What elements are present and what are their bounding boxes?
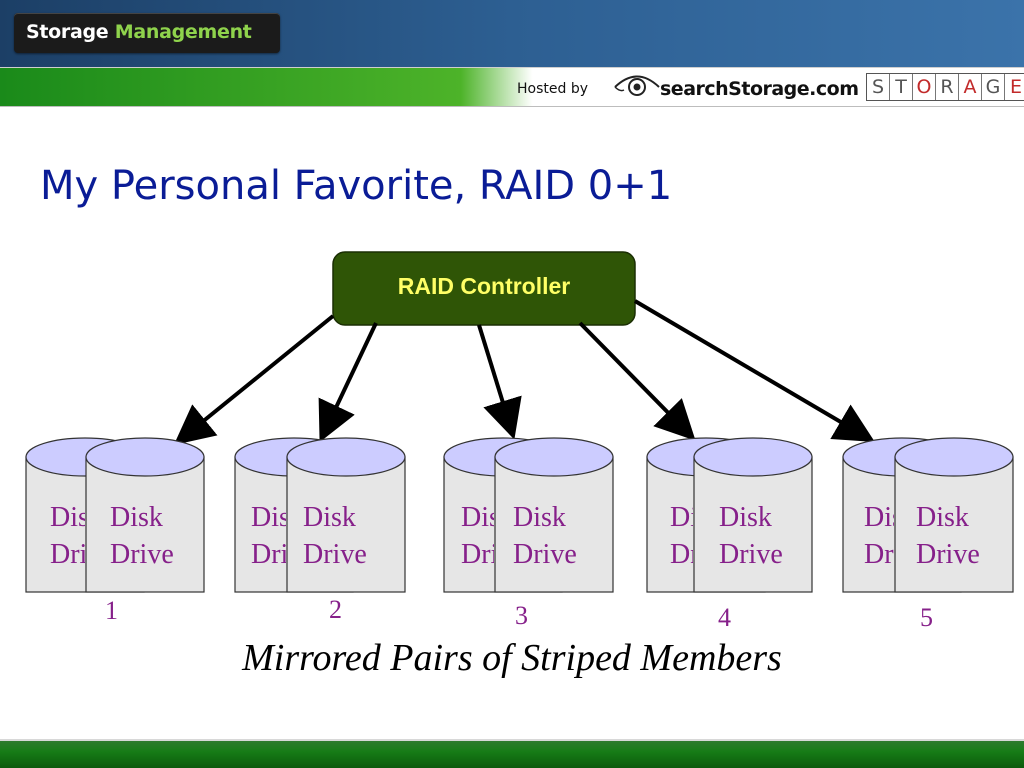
pair-number-1: 1 [105, 596, 118, 625]
front-drive-top [494, 437, 614, 477]
back-drive-label-4: Disk Drive [670, 499, 693, 573]
drive-label-line: Disk [719, 502, 772, 533]
storage-magazine-logo: S T O R A G E [866, 73, 1024, 101]
disk-pair-5 [842, 437, 1014, 593]
drive-label-line: Disk [461, 502, 494, 533]
arrow-to-pair-5 [633, 299, 875, 443]
disk-pair-3 [443, 437, 614, 593]
diagram-caption: Mirrored Pairs of Striped Members [242, 637, 782, 679]
front-drive-label-2: Disk Drive [303, 499, 367, 573]
logo-letter: O [913, 74, 936, 100]
back-drive-label-2: Disk Drive [251, 499, 286, 573]
logo-letter: A [959, 74, 982, 100]
logo-letter: R [936, 74, 959, 100]
disk-pair-2 [234, 437, 406, 593]
back-drive-label-3: Disk Drive [461, 499, 494, 573]
connection-arrows [173, 299, 875, 446]
disk-pair-4 [646, 437, 813, 593]
front-drive-top [693, 437, 813, 477]
front-drive-top [894, 437, 1014, 477]
front-drive-label-3: Disk Drive [513, 499, 577, 573]
brand-logo-text: Storage Management [26, 21, 252, 43]
logo-letter: E [1009, 76, 1022, 98]
drive-label-line: Drive [670, 539, 693, 570]
drive-label-line: Disk [670, 502, 693, 533]
front-drive-label-4: Disk Drive [719, 499, 783, 573]
drive-label-line: Disk [50, 502, 85, 533]
drive-label-line: Drive [303, 539, 367, 570]
pair-number-2: 2 [329, 595, 342, 624]
drive-label-line: Drive [719, 539, 783, 570]
drive-label-line: Disk [110, 502, 163, 533]
drive-label-line: Drive [251, 539, 286, 570]
raid-controller-label: RAID Controller [397, 273, 571, 299]
drive-label-line: Disk [251, 502, 286, 533]
header-subbar [0, 67, 1024, 107]
front-drive-label-1: Disk Drive [110, 499, 174, 573]
front-drive-body [85, 456, 205, 593]
drive-label-line: Drive [461, 539, 494, 570]
front-drive-body [894, 456, 1014, 593]
front-drive-top [286, 437, 406, 477]
arrow-to-pair-3 [477, 324, 522, 440]
hosted-by-label: Hosted by [517, 81, 588, 97]
disk-pair-1 [25, 437, 205, 593]
brand-word-storage: Storage [26, 21, 109, 43]
front-drive-top [85, 437, 205, 477]
drive-label-line: Drive [916, 539, 980, 570]
arrow-to-pair-4 [578, 321, 696, 441]
brand-word-management: Management [114, 21, 252, 43]
drive-label-line: Drive [110, 539, 174, 570]
arrow-to-pair-2 [318, 322, 378, 443]
back-drive-label-1: Disk Drive [50, 499, 85, 573]
front-drive-body [494, 456, 614, 593]
front-drive-body [693, 456, 813, 593]
raid-controller-box [332, 251, 636, 326]
page-title: My Personal Favorite, RAID 0+1 [40, 163, 673, 209]
brand-logo-badge [14, 13, 280, 53]
back-drive-label-5: Disk Drive [864, 499, 894, 573]
drive-label-line: Disk [916, 502, 969, 533]
partner-site-name[interactable]: searchStorage.com [660, 78, 859, 100]
drive-label-line: Disk [303, 502, 356, 533]
footer-bar [0, 739, 1024, 768]
pair-number-4: 4 [718, 603, 731, 632]
drive-label-line: Drive [50, 539, 85, 570]
logo-letter: T [890, 74, 913, 100]
pair-number-3: 3 [515, 601, 528, 630]
logo-letter: S [867, 74, 890, 100]
drive-label-line: Disk [513, 502, 566, 533]
drive-label-line: Disk [864, 502, 894, 533]
front-drive-label-5: Disk Drive [916, 499, 980, 573]
pair-number-5: 5 [920, 603, 933, 632]
drive-label-line: Drive [513, 539, 577, 570]
logo-letter: G [982, 74, 1005, 100]
drive-label-line: Drive [864, 539, 894, 570]
eye-icon [614, 75, 660, 96]
arrow-to-pair-1 [173, 314, 335, 446]
